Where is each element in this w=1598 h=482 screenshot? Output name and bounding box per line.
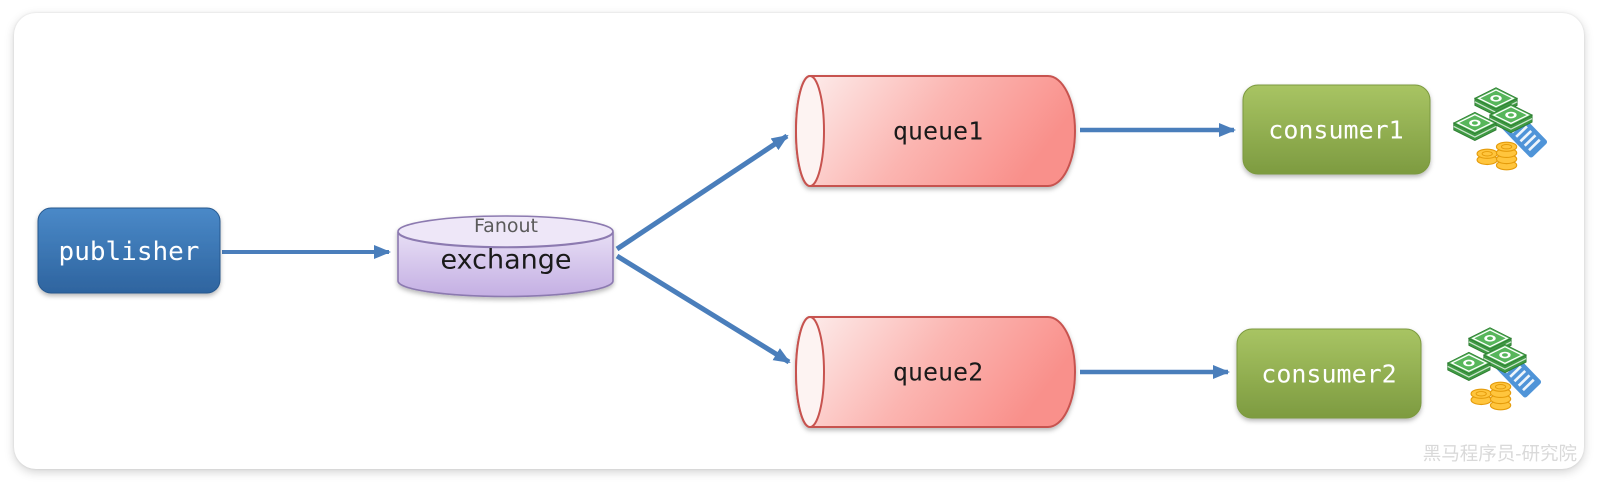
consumer1-node: consumer1 [1242, 84, 1431, 175]
watermark-text: 黑马程序员-研究院 [1423, 444, 1577, 465]
publisher-node: publisher [37, 207, 221, 294]
consumer1-label: consumer1 [1268, 116, 1403, 145]
queue2-label: queue2 [893, 358, 983, 387]
consumer2-label: consumer2 [1261, 360, 1396, 389]
edge-exchange-queue2 [615, 253, 791, 365]
money-stack-icon [1448, 328, 1542, 410]
exchange-type-label: Fanout [474, 215, 538, 237]
money-stack-icon [1454, 88, 1548, 170]
consumer2-node: consumer2 [1236, 328, 1422, 419]
exchange-label: exchange [440, 245, 571, 276]
publisher-label: publisher [59, 237, 200, 267]
edge-exchange-queue1 [615, 133, 789, 252]
exchange-node [397, 215, 614, 298]
queue2-node [795, 316, 1076, 428]
queue1-node [795, 75, 1076, 187]
queue1-label: queue1 [893, 117, 983, 146]
